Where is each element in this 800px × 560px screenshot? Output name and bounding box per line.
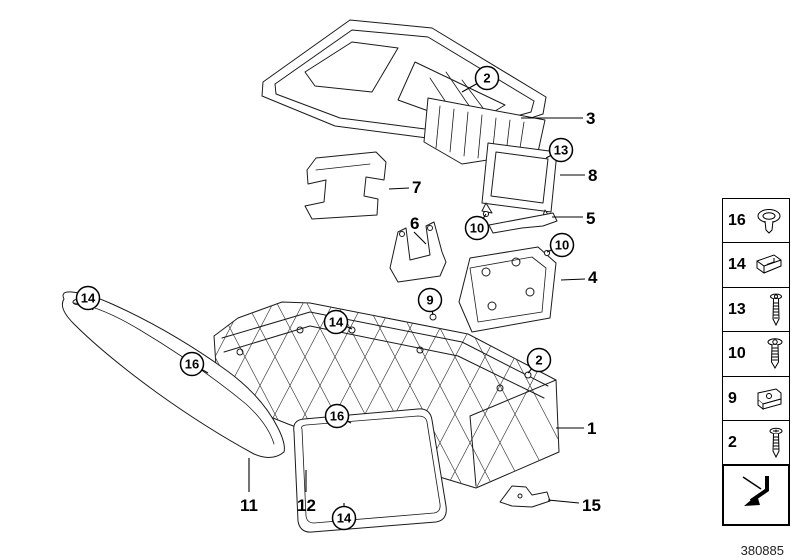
legend-part-number: 9: [728, 389, 737, 407]
legend-row-16[interactable]: 16: [722, 198, 790, 244]
legend-part-number: 14: [728, 256, 746, 274]
torx-screw-icon: [768, 293, 784, 327]
legend-part-number: 13: [728, 300, 746, 318]
spring-clip-icon: [754, 252, 784, 278]
legend-part-number: 10: [728, 345, 746, 363]
legend-row-2[interactable]: 2: [722, 420, 790, 467]
legend-row-13[interactable]: 13: [722, 286, 790, 333]
grommet-icon: [754, 206, 784, 236]
continuation-arrow-icon: [735, 470, 777, 521]
legend-row-9[interactable]: 9: [722, 375, 790, 422]
legend-part-number: 2: [728, 434, 737, 452]
tapping-screw-icon: [768, 427, 784, 459]
legend-footer[interactable]: [722, 464, 790, 527]
pan-screw-icon: [766, 338, 784, 370]
legend-part-number: 16: [728, 212, 746, 229]
legend-row-14[interactable]: 14: [722, 242, 790, 289]
diagram-number: 380885: [740, 543, 784, 558]
fastener-legend: 16 14 13 10 9 2: [722, 198, 790, 527]
legend-row-10[interactable]: 10: [722, 331, 790, 378]
clip-nut-icon: [754, 387, 784, 411]
